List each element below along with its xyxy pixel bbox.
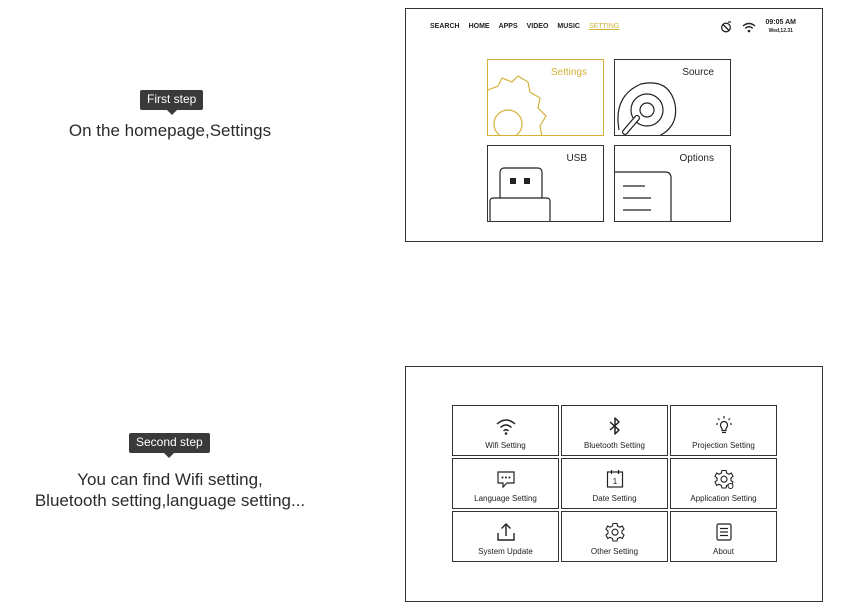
source-icon bbox=[617, 82, 677, 135]
date-setting-button[interactable]: 1 Date Setting bbox=[561, 458, 668, 509]
tile-usb[interactable]: USB bbox=[487, 145, 604, 222]
top-nav: SEARCH HOME APPS VIDEO MUSIC SETTING bbox=[430, 23, 619, 30]
tile-options-label: Options bbox=[679, 153, 714, 164]
tile-source-label: Source bbox=[682, 67, 714, 78]
first-step-badge: First step bbox=[140, 90, 204, 116]
tile-usb-label: USB bbox=[566, 153, 587, 164]
bluetooth-icon bbox=[609, 417, 620, 435]
settings-screen: Wifi Setting Bluetooth Setting Projectio… bbox=[405, 366, 823, 602]
usb-icon bbox=[489, 167, 551, 221]
gear-icon bbox=[488, 75, 547, 135]
wifi-setting-label: Wifi Setting bbox=[485, 441, 526, 450]
second-step-caption-line-1: You can find Wifi setting, bbox=[77, 470, 263, 489]
tile-settings-label: Settings bbox=[550, 67, 587, 78]
bluetooth-setting-button[interactable]: Bluetooth Setting bbox=[561, 405, 668, 456]
language-setting-label: Language Setting bbox=[474, 494, 537, 503]
wifi-setting-button[interactable]: Wifi Setting bbox=[452, 405, 559, 456]
other-setting-button[interactable]: Other Setting bbox=[561, 511, 668, 562]
nav-search[interactable]: SEARCH bbox=[430, 23, 460, 30]
second-step-badge: Second step bbox=[129, 433, 210, 459]
clock: 09:05 AM Wed,12.31 bbox=[766, 19, 796, 35]
nav-music[interactable]: MUSIC bbox=[557, 23, 580, 30]
projection-icon bbox=[715, 416, 732, 434]
clock-time: 09:05 AM bbox=[765, 19, 796, 26]
bluetooth-setting-label: Bluetooth Setting bbox=[584, 441, 645, 450]
calendar-icon: 1 bbox=[606, 470, 623, 488]
second-step-caption-line-2: Bluetooth setting,language setting... bbox=[34, 491, 306, 510]
about-button[interactable]: About bbox=[670, 511, 777, 562]
about-label: About bbox=[713, 547, 734, 556]
projection-setting-label: Projection Setting bbox=[692, 441, 755, 450]
gear-icon bbox=[604, 522, 625, 542]
options-icon bbox=[615, 171, 672, 221]
no-signal-icon bbox=[720, 21, 731, 33]
tile-options[interactable]: Options bbox=[614, 145, 731, 222]
application-gear-icon bbox=[713, 469, 734, 489]
nav-home[interactable]: HOME bbox=[468, 23, 490, 30]
language-icon bbox=[496, 471, 515, 489]
nav-setting[interactable]: SETTING bbox=[588, 23, 620, 30]
projection-setting-button[interactable]: Projection Setting bbox=[670, 405, 777, 456]
status-bar: 09:05 AM Wed,12.31 bbox=[720, 19, 796, 35]
tile-settings[interactable]: Settings bbox=[487, 59, 604, 136]
tile-source[interactable]: Source bbox=[614, 59, 731, 136]
date-setting-label: Date Setting bbox=[592, 494, 637, 503]
nav-video[interactable]: VIDEO bbox=[526, 23, 549, 30]
system-update-label: System Update bbox=[478, 547, 533, 556]
home-screen: SEARCH HOME APPS VIDEO MUSIC SETTING 09:… bbox=[405, 8, 823, 242]
clock-date: Wed,12.31 bbox=[768, 28, 793, 34]
second-step-caption: You can find Wifi setting, Bluetooth set… bbox=[10, 469, 330, 511]
application-setting-label: Application Setting bbox=[690, 494, 757, 503]
application-setting-button[interactable]: Application Setting bbox=[670, 458, 777, 509]
wifi-status-icon bbox=[742, 22, 755, 32]
settings-grid: Wifi Setting Bluetooth Setting Projectio… bbox=[452, 405, 777, 562]
upload-icon bbox=[496, 523, 515, 541]
calendar-number: 1 bbox=[612, 477, 617, 486]
language-setting-button[interactable]: Language Setting bbox=[452, 458, 559, 509]
other-setting-label: Other Setting bbox=[590, 547, 639, 556]
system-update-button[interactable]: System Update bbox=[452, 511, 559, 562]
wifi-icon bbox=[496, 419, 515, 435]
document-icon bbox=[715, 523, 732, 541]
first-step-caption: On the homepage,Settings bbox=[68, 121, 272, 140]
nav-apps[interactable]: APPS bbox=[498, 23, 518, 30]
